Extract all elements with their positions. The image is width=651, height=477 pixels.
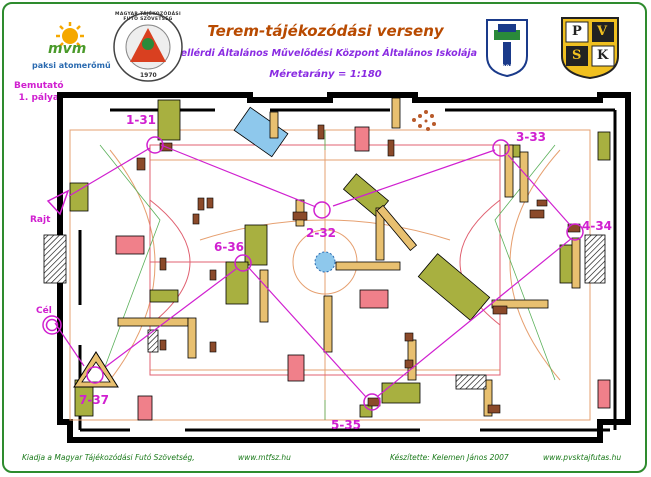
federation-year: 1970 <box>140 72 157 79</box>
course-legs <box>54 144 573 398</box>
demo-course-line1: Bemutató <box>14 81 64 91</box>
blue-block <box>233 106 289 158</box>
control-circle-4 <box>566 223 584 241</box>
federation-logo <box>113 12 183 82</box>
court-green-lines <box>99 130 556 420</box>
map-title: Terem-tájékozódási verseny <box>207 22 444 40</box>
finish-circle-icon <box>42 315 62 335</box>
start-triangle-icon <box>46 189 70 216</box>
control-label-4: 4-34 <box>582 219 612 233</box>
mvm-logo <box>56 22 84 47</box>
control-label-7: 7-37 <box>79 393 109 407</box>
control-label-6: 6-36 <box>214 240 244 254</box>
pvsk-letter-s: S <box>572 48 582 63</box>
ring-obstacle <box>412 110 436 131</box>
olive-blocks <box>69 99 611 418</box>
control-circle-3 <box>492 139 510 157</box>
mvm-logo-caption: paksi atomerőmű <box>32 61 111 70</box>
map-scale: Méretarány = 1:180 <box>269 69 382 80</box>
control-label-1: 1-31 <box>126 113 156 127</box>
footer-website-pvsk[interactable]: www.pvsktajfutas.hu <box>543 453 622 462</box>
control-circle-1 <box>146 136 164 154</box>
benches <box>117 97 581 417</box>
pvsk-letter-p: P <box>572 24 582 39</box>
pvsk-logo <box>561 17 619 80</box>
pvsk-letter-k: K <box>597 48 609 63</box>
mvm-logo-text: mvm <box>48 41 87 57</box>
federation-ring-text: MAGYAR TÁJÉKOZÓDÁSI FUTÓ SZÖVETSÉG <box>115 12 181 22</box>
finish-label: Cél <box>36 305 52 316</box>
footer-issuer: Kiadja a Magyar Tájékozódási Futó Szövet… <box>22 453 195 462</box>
control-circle-2 <box>313 201 331 219</box>
school-crest-year: 2002 <box>497 64 514 71</box>
control-label-3: 3-33 <box>516 130 546 144</box>
pvsk-letter-v: V <box>597 24 608 39</box>
footer-website-mtfsz[interactable]: www.mtfsz.hu <box>238 453 291 462</box>
footer-author: Készítette: Kelemen János 2007 <box>390 453 509 462</box>
school-crest <box>486 19 528 78</box>
control-label-5: 5-35 <box>331 418 361 432</box>
pink-blocks <box>115 126 611 421</box>
start-label: Rajt <box>30 215 51 225</box>
hatched-objects <box>43 234 606 390</box>
center-circle-marker <box>314 251 336 273</box>
control-label-2: 2-32 <box>306 226 336 240</box>
control-circle-6 <box>234 254 252 272</box>
bench-tilted <box>376 204 418 251</box>
control-circle-5 <box>363 393 381 411</box>
sun-icon <box>56 22 84 47</box>
page-frame <box>2 2 647 473</box>
map-subtitle: Pellérdi Általános Művelődési Központ Ál… <box>173 48 478 59</box>
demo-course-label: Bemutató 1. pálya <box>14 80 64 104</box>
demo-course-line2: 1. pálya <box>18 93 59 103</box>
